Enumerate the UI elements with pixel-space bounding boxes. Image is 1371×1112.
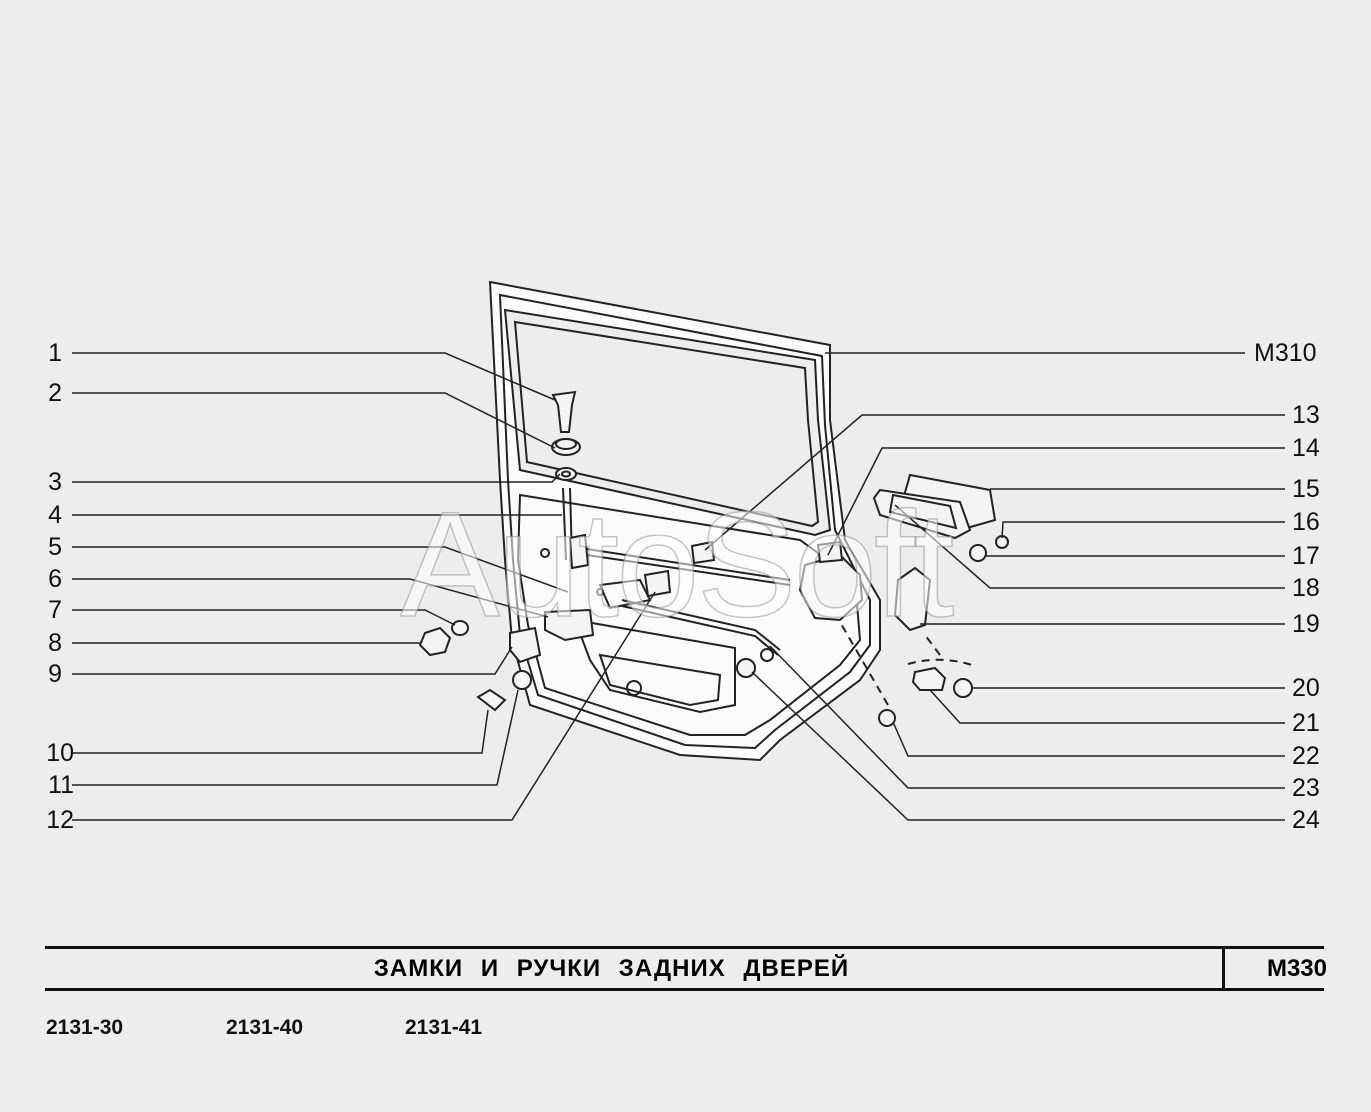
callout-16: 16	[1292, 508, 1320, 536]
callout-11: 11	[48, 771, 74, 799]
callout-17: 17	[1292, 542, 1320, 570]
callout-20: 20	[1292, 674, 1320, 702]
small-parts	[418, 390, 1009, 727]
leader-lines-right	[704, 352, 1285, 821]
door-panel	[488, 280, 881, 762]
page-title: ЗАМКИ И РУЧКИ ЗАДНИХ ДВЕРЕЙ	[373, 955, 850, 982]
callout-2: 2	[48, 379, 62, 407]
callout-3: 3	[48, 468, 62, 496]
leader-lines-left	[72, 352, 656, 821]
title-bar: ЗАМКИ И РУЧКИ ЗАДНИХ ДВЕРЕЙ М330	[45, 946, 1327, 991]
model-2131-40: 2131-40	[226, 1016, 304, 1039]
callout-24: 24	[1292, 806, 1320, 834]
callout-21: 21	[1292, 709, 1320, 737]
callout-1: 1	[48, 339, 62, 367]
lock-rods	[562, 487, 791, 656]
model-2131-41: 2131-41	[405, 1016, 483, 1039]
callout-6: 6	[48, 565, 62, 593]
callout-19: 19	[1292, 610, 1320, 638]
callout-18: 18	[1292, 574, 1320, 602]
callout-15: 15	[1292, 475, 1320, 503]
callout-12: 12	[46, 806, 74, 834]
callout-5: 5	[48, 533, 62, 561]
assembly-arrows	[839, 621, 973, 706]
callout-4: 4	[48, 501, 62, 529]
callout-22: 22	[1292, 742, 1320, 770]
callout-7: 7	[48, 596, 62, 624]
callout-9: 9	[48, 660, 62, 688]
callout-reference: М310	[1254, 339, 1317, 367]
callout-14: 14	[1292, 434, 1320, 462]
callout-10: 10	[46, 739, 74, 767]
callout-8: 8	[48, 629, 62, 657]
page-code: М330	[1266, 955, 1328, 982]
title-divider	[1222, 946, 1225, 991]
callout-23: 23	[1292, 774, 1320, 802]
model-2131-30: 2131-30	[46, 1016, 124, 1039]
callout-13: 13	[1292, 401, 1320, 429]
